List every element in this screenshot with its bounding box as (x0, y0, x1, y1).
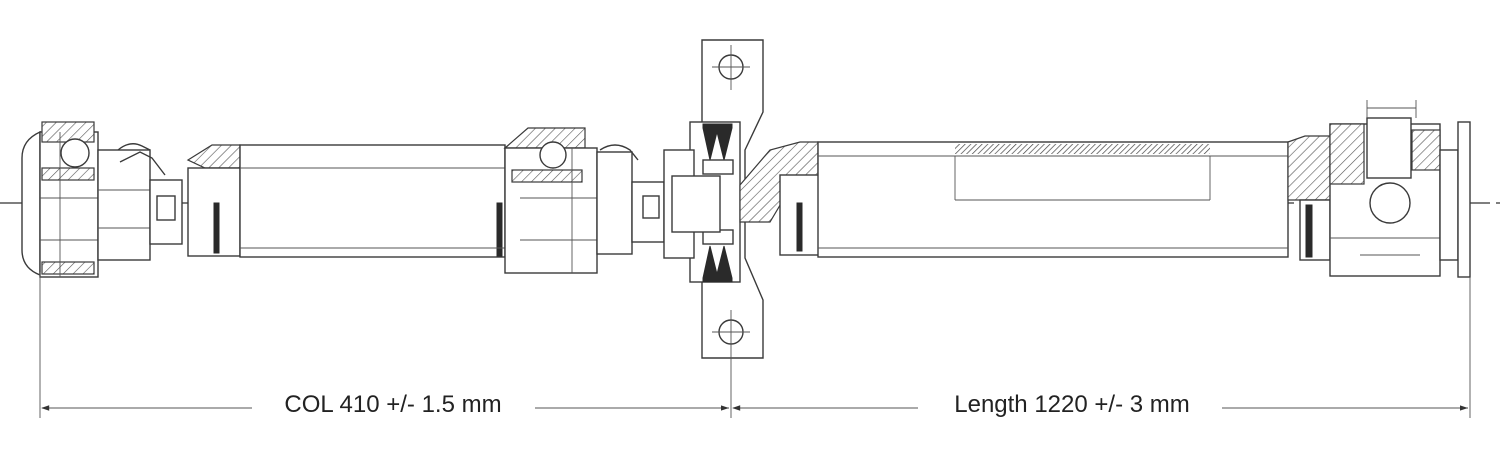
right-u-joint (1287, 100, 1471, 278)
middle-coupling (503, 127, 665, 274)
length-dimension-label: Length 1220 +/- 3 mm (954, 391, 1189, 418)
left-tube (186, 144, 506, 258)
right-tube (739, 141, 1289, 258)
center-bearing-bracket (663, 39, 764, 359)
left-flange-coupling (21, 121, 183, 278)
col-dimension-label: COL 410 +/- 1.5 mm (284, 391, 501, 418)
dimension-lines: COL 410 +/- 1.5 mm Length 1220 +/- 3 mm (39, 272, 1471, 418)
